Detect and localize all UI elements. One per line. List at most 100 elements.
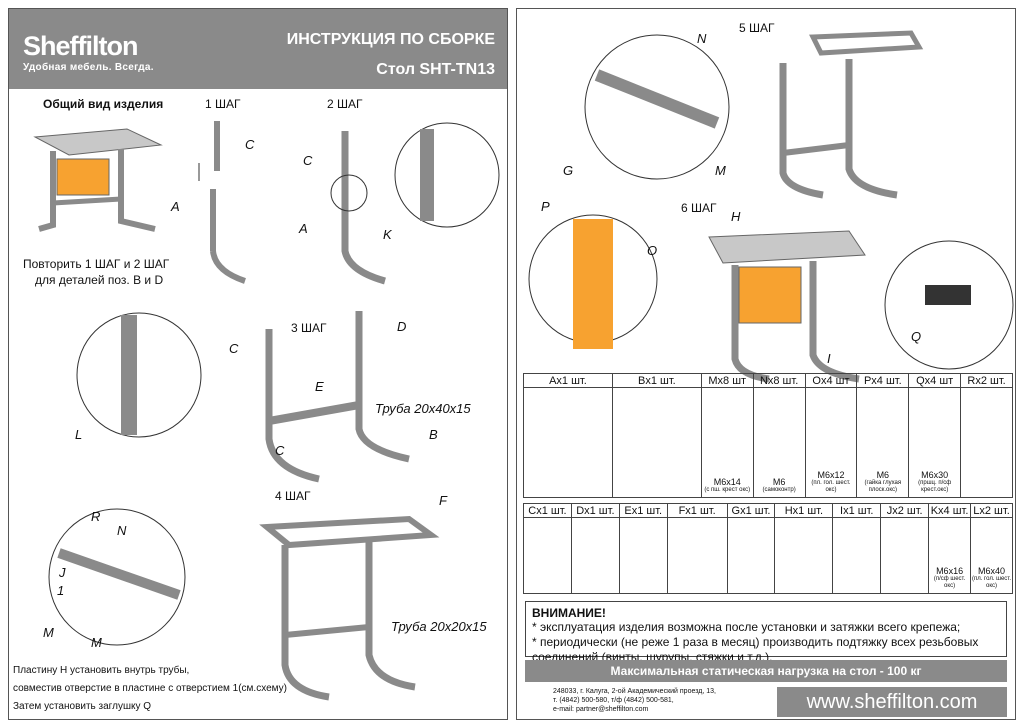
part-spec-note: (п/сф шест. окс) [933, 576, 966, 589]
doc-title: ИНСТРУКЦИЯ ПО СБОРКЕ [286, 31, 495, 48]
part-caption: Lx2 шт. [971, 504, 1012, 518]
assembly-note-2: совместив отверстие в пластине с отверст… [13, 683, 287, 694]
parts-table-2: Cx1 шт.Dx1 шт.Ex1 шт.Fx1 шт.Gx1 шт.Hx1 ш… [523, 503, 1013, 594]
part-letter-c-4: C [275, 443, 285, 458]
part-caption: Rx2 шт. [961, 374, 1012, 388]
part-caption: Ox4 шт [805, 374, 857, 388]
part-letter-k: K [383, 227, 392, 242]
part-letter-n: N [117, 523, 127, 538]
header-title: ИНСТРУКЦИЯ ПО СБОРКЕ Стол SHT-TN13 [287, 25, 495, 85]
part-spec-size: M6x16 [936, 566, 964, 576]
part-caption: Hx1 шт. [775, 504, 833, 518]
step3-label: 3 ШАГ [291, 321, 327, 335]
tube-label-1: Труба 20x40x15 [375, 401, 471, 416]
assembly-note-1: Пластину H установить внутрь трубы, [13, 665, 190, 676]
company-address: 248033, г. Калуга, 2-ой Академический пр… [553, 687, 716, 714]
part-letter-i: I [827, 351, 831, 366]
part-cell: Ox4 шт M6x12(пл. гол. шест. окс) [804, 373, 858, 498]
brand-logo: Sheffilton Удобная мебель. Всегда. [23, 31, 154, 73]
part-letter-p: P [541, 199, 550, 214]
part-cell: Kx4 шт.M6x16(п/сф шест. окс) [928, 503, 972, 594]
repeat-note-1: Повторить 1 ШАГ и 2 ШАГ [23, 257, 170, 271]
part-cell: Gx1 шт. [726, 503, 776, 594]
warning-title: ВНИМАНИЕ! [532, 606, 606, 620]
part-letter-m-r: M [715, 163, 726, 178]
part-caption: Fx1 шт. [667, 504, 727, 518]
address-line-2: т. (4842) 500-580, т/ф (4842) 500-581, [553, 697, 674, 704]
part-letter-a: A [171, 199, 180, 214]
warning-line-2: * периодически (не реже 1 раза в месяц) … [532, 635, 979, 649]
part-spec-note: (самоконтр) [762, 487, 796, 493]
part-spec-note: (пл. гол. шест. окс) [971, 576, 1012, 589]
part-letter-c: C [245, 137, 255, 152]
max-load-banner: Максимальная статическая нагрузка на сто… [525, 660, 1007, 682]
part-cell: Nx8 шт. M6(самоконтр) [752, 373, 806, 498]
part-letter-g: G [563, 163, 574, 178]
part-letter-e: E [315, 379, 324, 394]
part-spec-size: M6x40 [978, 566, 1006, 576]
part-spec: M6x12(пл. гол. шест. окс) [806, 471, 857, 494]
part-spec-note: (пршц. п/сф крест.окс) [918, 480, 952, 493]
part-spec-note: (гайка глухая плоск.окс) [864, 480, 902, 493]
part-caption: Jx2 шт. [881, 504, 929, 518]
part-letter-b: B [429, 427, 438, 442]
part-letter-q: Q [911, 329, 922, 344]
left-sheet: Sheffilton Удобная мебель. Всегда. ИНСТР… [8, 8, 508, 720]
part-letter-f: F [439, 493, 447, 508]
step1-label: 1 ШАГ [205, 97, 241, 111]
step1-drawing [198, 121, 246, 284]
part-cell: Cx1 шт. [523, 503, 572, 594]
part-spec-size: M6 [876, 470, 890, 480]
overview-label: Общий вид изделия [43, 97, 164, 111]
part-caption: Ex1 шт. [619, 504, 667, 518]
part-cell: Hx1 шт. [774, 503, 834, 594]
part-letter-j: J [59, 565, 66, 580]
part-cell: Rx2 шт. [960, 373, 1013, 498]
brand-tagline: Удобная мебель. Всегда. [23, 62, 154, 73]
warning-box: ВНИМАНИЕ! * эксплуатация изделия возможн… [525, 601, 1007, 664]
part-cell: Ix1 шт. [832, 503, 882, 594]
right-sheet: 5 ШАГ 6 ШАГ N G M P H O I Q Ax1 шт.Bx1 ш… [516, 8, 1016, 720]
part-spec-note: (с пш. крест окс) [704, 487, 751, 493]
address-line-1: 248033, г. Калуга, 2-ой Академический пр… [553, 688, 716, 695]
part-spec-size: M6x12 [817, 470, 845, 480]
step4-drawing [48, 508, 440, 701]
part-cell: Ex1 шт. [618, 503, 668, 594]
header-bar: Sheffilton Удобная мебель. Всегда. ИНСТР… [9, 9, 507, 89]
doc-model: Стол SHT-TN13 [376, 61, 495, 78]
step5-drawing [584, 30, 924, 199]
step5-label: 5 ШАГ [739, 21, 775, 35]
part-cell: Bx1 шт. [611, 373, 702, 498]
part-caption: Nx8 шт. [753, 374, 805, 388]
part-spec: M6(самоконтр) [754, 478, 805, 494]
part-spec: M6x40(пл. гол. шест. окс) [971, 567, 1012, 590]
part-caption: Qx4 шт [909, 374, 961, 388]
parts-row-2: Cx1 шт.Dx1 шт.Ex1 шт.Fx1 шт.Gx1 шт.Hx1 ш… [523, 503, 1013, 594]
part-caption: Bx1 шт. [612, 374, 701, 388]
step6-label: 6 ШАГ [681, 201, 717, 215]
part-cell: Dx1 шт. [570, 503, 620, 594]
part-letter-c-3: C [229, 341, 239, 356]
part-caption: Ax1 шт. [524, 374, 612, 388]
part-letter-a-2: A [299, 221, 308, 236]
overview-table-drawing [33, 128, 163, 232]
repeat-note-2: для деталей поз. B и D [35, 273, 164, 287]
part-letter-l: L [75, 427, 83, 442]
part-letter-n-r: N [697, 31, 707, 46]
part-caption: Px4 шт. [857, 374, 909, 388]
part-cell: Fx1 шт. [666, 503, 728, 594]
part-letter-m-2: M [91, 635, 102, 650]
step2-label: 2 ШАГ [327, 97, 363, 111]
part-letter-c-2: C [303, 153, 313, 168]
address-line-3: e-mail: partner@sheffilton.com [553, 706, 649, 713]
website-banner[interactable]: www.sheffilton.com [777, 687, 1007, 717]
step6-drawing [528, 214, 1014, 383]
brand-name: Sheffilton [23, 31, 138, 61]
part-letter-m: M [43, 625, 54, 640]
part-caption: Mx8 шт [701, 374, 753, 388]
part-cell: Ax1 шт. [523, 373, 613, 498]
part-caption: Gx1 шт. [727, 504, 775, 518]
